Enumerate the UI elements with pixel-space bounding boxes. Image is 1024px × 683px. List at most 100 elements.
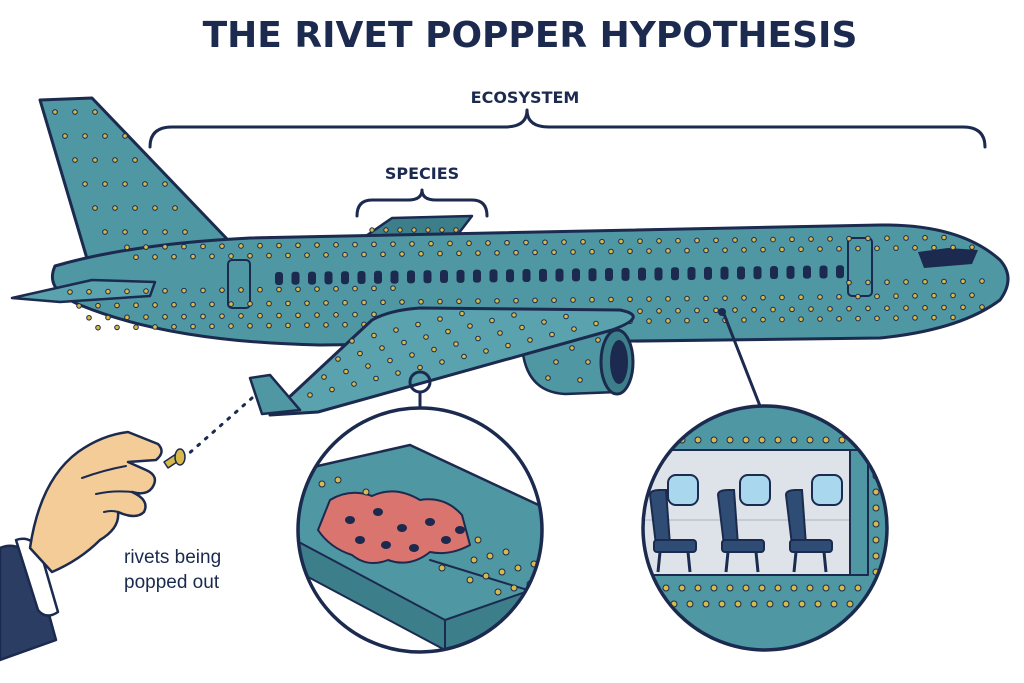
rivet — [428, 240, 434, 247]
rivet — [86, 288, 92, 295]
rivet — [627, 296, 633, 303]
rivet — [637, 308, 643, 314]
rivet — [219, 243, 225, 249]
rivet — [662, 436, 670, 444]
rivet — [502, 548, 510, 556]
rivet — [722, 295, 728, 301]
rivet — [872, 520, 880, 528]
rivet — [893, 315, 899, 321]
rivet — [418, 298, 424, 305]
rivet — [437, 316, 443, 322]
rivet — [710, 584, 718, 592]
rivet — [76, 303, 82, 309]
rivet — [760, 294, 766, 301]
rivet — [417, 364, 423, 371]
rivet — [684, 295, 690, 302]
rivet — [295, 242, 301, 249]
rivet — [453, 341, 459, 347]
rivet — [822, 436, 830, 444]
rivet — [124, 314, 130, 321]
rivet — [790, 436, 798, 444]
rivet — [105, 288, 111, 295]
rivet — [475, 298, 481, 304]
rivet — [133, 254, 139, 261]
rivet — [567, 609, 573, 615]
rivet — [285, 322, 291, 329]
rivet — [790, 584, 798, 592]
rivet — [872, 504, 880, 512]
rivet — [806, 584, 814, 592]
rivet — [570, 249, 576, 255]
window — [423, 270, 432, 284]
rivet — [209, 253, 215, 260]
rivet — [827, 236, 833, 242]
rivet — [361, 299, 367, 306]
rivet — [401, 339, 407, 346]
rivet — [694, 584, 702, 592]
rivet — [523, 239, 529, 246]
window — [720, 266, 729, 280]
rivet — [171, 253, 177, 260]
rivet — [941, 278, 947, 285]
rivet — [838, 584, 846, 592]
rivet — [703, 247, 709, 254]
rivet — [726, 584, 734, 592]
rivet — [675, 307, 681, 314]
rivet — [124, 288, 130, 295]
cabin-windows — [275, 265, 844, 285]
rivet — [82, 181, 88, 187]
rivet — [112, 157, 118, 163]
rivet — [637, 238, 643, 244]
rivet — [912, 245, 918, 251]
rivet — [774, 584, 782, 592]
rivet — [522, 600, 530, 608]
rivet — [532, 297, 538, 304]
rivet — [362, 488, 370, 496]
rivet — [190, 253, 196, 260]
rivet — [92, 205, 98, 211]
rivet — [798, 246, 804, 253]
rivet — [646, 436, 654, 444]
rivet — [351, 381, 357, 387]
rivet — [665, 296, 671, 302]
rivet — [335, 356, 341, 362]
rivet — [577, 377, 583, 383]
rivet — [855, 315, 861, 322]
window — [605, 268, 613, 282]
rivet — [551, 297, 557, 303]
rivet — [238, 287, 244, 293]
rivet — [329, 386, 335, 393]
rivet — [865, 279, 871, 286]
rivet — [438, 564, 446, 572]
rivet — [276, 242, 282, 249]
rivet — [257, 242, 263, 249]
rivet — [133, 324, 139, 331]
rivet — [133, 302, 139, 309]
rivet — [511, 312, 517, 318]
rivet — [95, 324, 101, 331]
rivet — [200, 287, 206, 294]
rivet — [285, 252, 291, 259]
magnifier-cabin-icon — [641, 404, 889, 652]
rivet — [513, 249, 519, 256]
rivet — [497, 330, 503, 336]
rivet — [342, 251, 348, 258]
rivet — [779, 316, 785, 323]
window — [456, 269, 465, 283]
rivet — [694, 307, 700, 314]
rivet — [295, 286, 301, 293]
rivet — [541, 319, 547, 325]
rivet — [872, 488, 880, 496]
airplane — [10, 96, 1010, 417]
rivet — [152, 302, 158, 308]
rivet — [665, 318, 671, 324]
rivet — [143, 288, 149, 294]
rivet — [228, 301, 234, 307]
rivet — [770, 236, 776, 243]
rivet — [182, 229, 188, 235]
window — [473, 269, 481, 283]
rivet — [969, 244, 975, 250]
rivet — [561, 239, 567, 245]
rivet — [439, 359, 445, 365]
rivet — [467, 323, 473, 329]
